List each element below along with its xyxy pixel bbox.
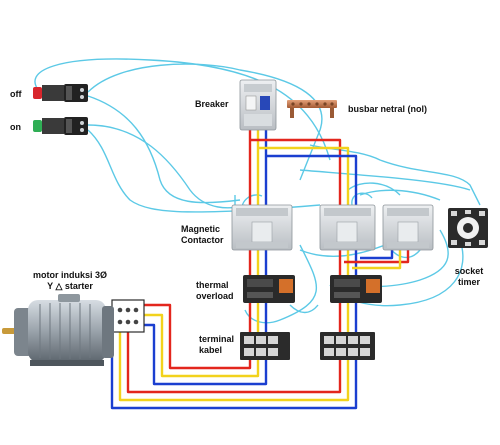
- timer-socket-icon[interactable]: [448, 208, 488, 248]
- terminal-block-icon[interactable]: [320, 332, 375, 360]
- terminal-block-icon[interactable]: [240, 332, 290, 360]
- off-label: off: [10, 89, 22, 99]
- pushbutton-off-icon[interactable]: [33, 84, 88, 102]
- breaker-label: Breaker: [195, 99, 229, 109]
- thermal-overload-label: thermal overload: [196, 280, 234, 302]
- thermal-overload-icon[interactable]: [330, 275, 382, 303]
- thermal-overload-line1: thermal: [196, 280, 229, 290]
- terminal-kabel-line1: terminal: [199, 334, 235, 344]
- busbar-label: busbar netral (nol): [348, 104, 428, 114]
- contactor-icon[interactable]: [319, 204, 376, 251]
- magnetic-contactor-label: Magnetic Contactor: [181, 224, 224, 246]
- thermal-overload-icon[interactable]: [243, 275, 295, 303]
- magnetic-contactor-line2: Contactor: [181, 235, 224, 245]
- socket-timer-label: socket timer: [448, 266, 490, 288]
- motor-label-line1: motor induksi 3Ø: [32, 270, 107, 280]
- busbar-icon: [287, 100, 337, 118]
- power-wires: [110, 128, 410, 410]
- socket-timer-line2: timer: [457, 277, 480, 287]
- socket-timer-line1: socket: [454, 266, 484, 276]
- thermal-overload-line2: overload: [196, 291, 234, 301]
- contactor-icon[interactable]: [382, 204, 434, 251]
- motor-label-line2: Y △ starter: [47, 281, 93, 291]
- terminal-kabel-label: terminal kabel: [199, 334, 234, 356]
- motor-label: motor induksi 3Ø Y △ starter: [18, 270, 122, 292]
- pushbutton-on-icon[interactable]: [33, 117, 88, 135]
- terminal-kabel-line2: kabel: [199, 345, 223, 355]
- motor-terminal-box: [111, 299, 145, 333]
- magnetic-contactor-line1: Magnetic: [181, 224, 221, 234]
- breaker-icon[interactable]: [239, 79, 277, 131]
- contactor-icon[interactable]: [231, 204, 293, 251]
- motor-icon: [2, 294, 114, 366]
- on-label: on: [10, 122, 21, 132]
